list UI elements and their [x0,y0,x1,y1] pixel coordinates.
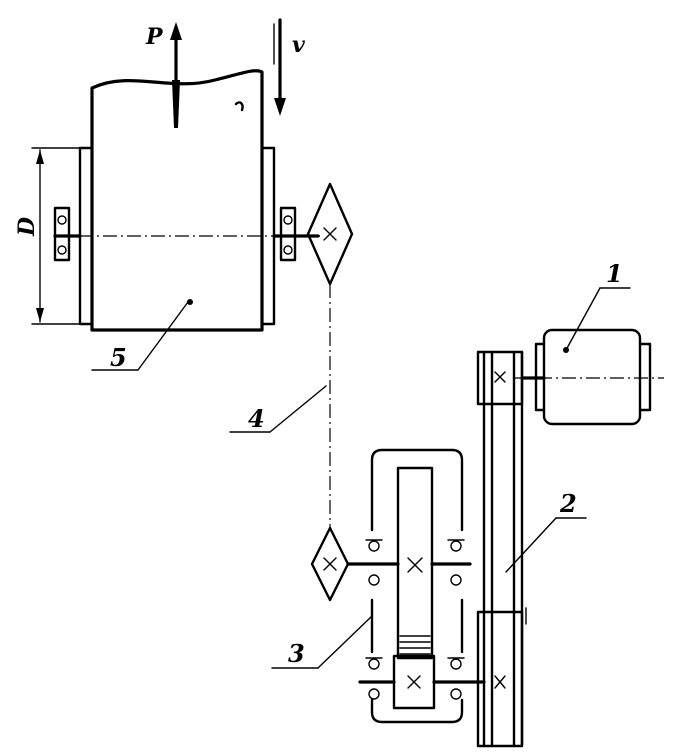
diameter-label: D [14,217,40,237]
force-arrow [170,22,182,86]
electric-motor [514,328,664,426]
velocity-label: v [292,32,305,58]
gearbox-label: 3 [288,639,305,668]
leader-belt [505,517,587,573]
belt-drive [476,350,527,748]
leader-drum [91,301,189,371]
motor-label: 1 [606,259,623,288]
velocity-arrow [273,18,286,116]
force-label: P [145,24,164,50]
leader-motor [565,287,631,351]
diameter-dimension [31,147,81,325]
chain-drive-label: 4 [248,404,265,433]
leader-gearbox [271,615,373,669]
gearbox [346,448,486,724]
leader-chain [229,385,327,433]
drum-label: 5 [110,343,127,372]
chain-drive [306,182,354,602]
drum [53,69,320,332]
belt-drive-label: 2 [559,489,577,518]
